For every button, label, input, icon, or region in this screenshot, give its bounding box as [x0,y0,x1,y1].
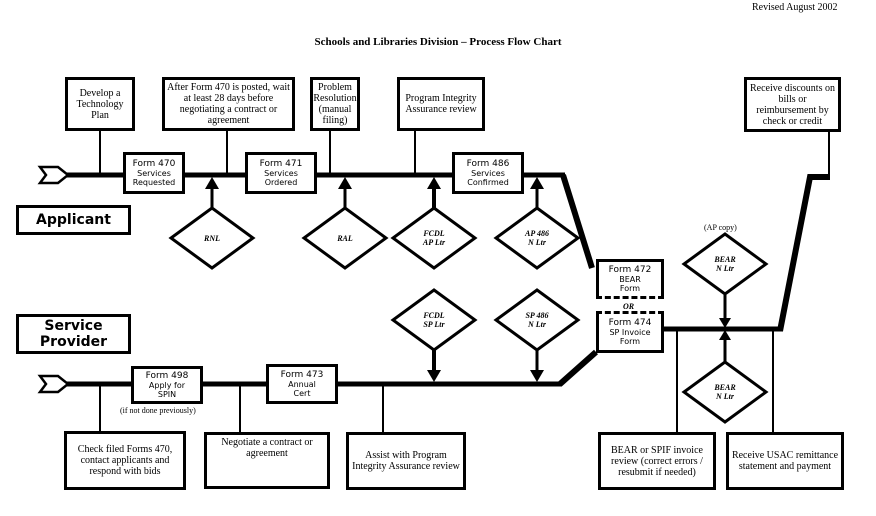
down-arrow-icon [530,370,544,382]
up-arrow-icon [205,177,219,189]
diamond-shape [681,232,769,296]
form-472-box: Form 472 BEAR Form [596,259,664,299]
decision-ral [301,177,389,270]
diamond-shape [493,206,581,270]
note-develop-tech-plan: Develop a Technology Plan [65,77,135,131]
diamond-shape [493,288,581,352]
role-service-provider: Service Provider [16,314,131,354]
form-486-box: Form 486 Services Confirmed [452,152,524,194]
decision-rnl-label: RNL [204,234,220,243]
provider-entry-arrow-icon [37,374,71,394]
diamond-shape [301,206,389,270]
form-498-box: Form 498 Apply for SPIN [131,366,203,404]
if-not-done-note: (if not done previously) [120,406,196,415]
up-arrow-icon [719,330,731,340]
note-negotiate-contract: Negotiate a contract or agreement [204,432,330,489]
down-arrow-icon [719,318,731,328]
note-wait-28-days: After Form 470 is posted, wait at least … [162,77,295,131]
applicant-entry-arrow-icon [37,165,71,185]
diamond-shape [168,206,256,270]
applicant-to-invoice-line [560,174,595,269]
page-title: Schools and Libraries Division – Process… [314,36,562,48]
decision-rnl [168,177,256,270]
note-receive-usac: Receive USAC remittance statement and pa… [726,432,844,490]
form-471-box: Form 471 Services Ordered [245,152,317,194]
note-assist-pia: Assist with Program Integrity Assurance … [346,432,466,490]
note-bear-spif-review: BEAR or SPIF invoice review (correct err… [598,432,716,490]
decision-bear-sp [681,330,769,424]
ap-copy-note: (AP copy) [704,223,737,232]
diamond-shape [681,360,769,424]
note-pia-review: Program Integrity Assurance review [397,77,485,131]
diamond-shape [390,206,478,270]
decision-sp486 [493,288,581,382]
provider-to-invoice-line [558,349,598,387]
up-arrow-icon [530,177,544,189]
up-arrow-icon [427,177,441,189]
note-receive-discounts: Receive discounts on bills or reimbursem… [744,77,841,132]
form-473-box: Form 473 Annual Cert [266,364,338,404]
decision-ral-label: RAL [337,234,353,243]
up-arrow-icon [338,177,352,189]
note-problem-resolution: Problem Resolution (manual filing) [310,77,360,131]
note-check-filed-forms: Check filed Forms 470, contact applicant… [64,431,186,490]
reimbursement-line [777,174,830,332]
role-applicant: Applicant [16,205,131,235]
decision-ap486 [493,177,581,270]
diamond-shape [390,288,478,352]
decision-fcdl-sp [390,288,478,382]
revised-date: Revised August 2002 [752,2,838,13]
decision-bear-ap [681,232,769,328]
form-470-box: Form 470 Services Requested [123,152,185,194]
form-474-box: Form 474 SP Invoice Form [596,311,664,353]
down-arrow-icon [427,370,441,382]
or-label: OR [623,302,635,311]
decision-fcdl-ap [390,177,478,270]
